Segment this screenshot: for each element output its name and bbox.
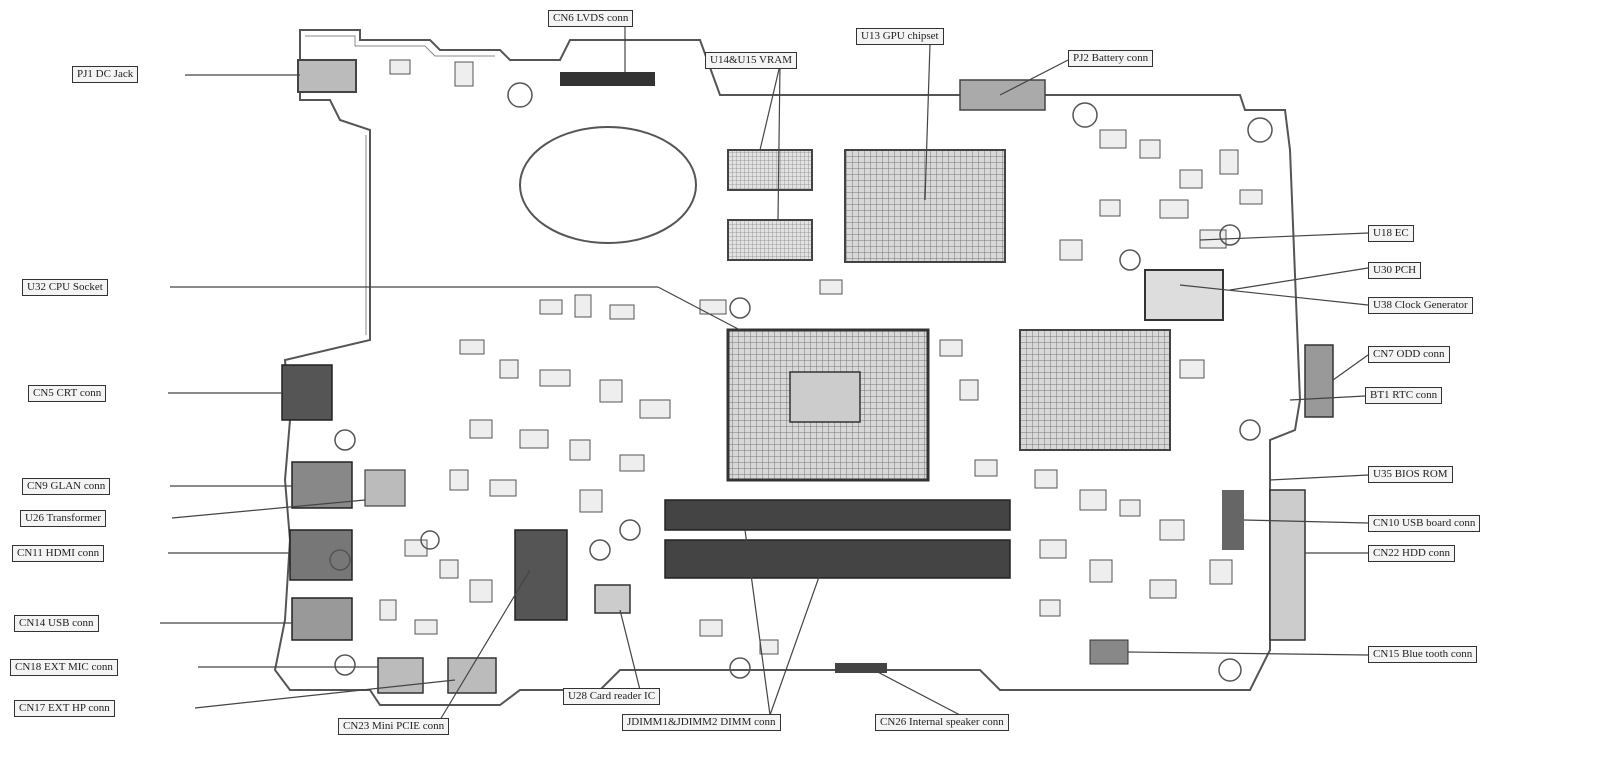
lan-transformer xyxy=(364,469,406,507)
label-cn18-ext-mic-conn: CN18 EXT MIC conn xyxy=(10,659,118,676)
label-u38-clock-generator: U38 Clock Generator xyxy=(1368,297,1473,314)
label-cn14-usb-conn: CN14 USB conn xyxy=(14,615,99,632)
leader-lines xyxy=(160,24,1369,721)
label-u14-vram: U14&U15 VRAM xyxy=(705,52,798,69)
label-cn7-odd-conn: CN7 ODD conn xyxy=(1368,346,1450,363)
hdd-connector xyxy=(1269,489,1306,641)
label-u32-cpu-socket: U32 CPU Socket xyxy=(22,279,108,296)
label-bt1-rtc-conn: BT1 RTC conn xyxy=(1365,387,1443,404)
dimm-slot-1 xyxy=(664,499,1011,531)
ec-chip xyxy=(1144,269,1224,321)
hp-jack xyxy=(447,657,497,694)
crt-connector xyxy=(281,364,333,421)
usb-connector xyxy=(291,597,353,641)
label-u13-gpu-chipset: U13 GPU chipset xyxy=(856,28,944,45)
label-cn5-crt-conn: CN5 CRT conn xyxy=(28,385,107,402)
label-cn6-lvds-conn: CN6 LVDS conn xyxy=(548,10,634,27)
dimm-slot-2 xyxy=(664,539,1011,579)
label-u18-ec: U18 EC xyxy=(1368,225,1414,242)
label-cn11-hdmi-conn: CN11 HDMI conn xyxy=(12,545,105,562)
lan-connector xyxy=(291,461,353,509)
label-cn9-glan-conn: CN9 GLAN conn xyxy=(22,478,111,495)
lvds-connector xyxy=(560,72,655,86)
label-cn26-internal-speaker-conn: CN26 Internal speaker conn xyxy=(875,714,1009,731)
label-u26-transformer: U26 Transformer xyxy=(20,510,107,527)
pch-chip xyxy=(1019,329,1171,451)
dc-jack xyxy=(297,59,357,93)
label-pj2-battery-conn: PJ2 Battery conn xyxy=(1068,50,1154,67)
card-reader-chip xyxy=(594,584,631,614)
mounting-holes xyxy=(329,82,1273,682)
label-cn17-ext-hp-conn: CN17 EXT HP conn xyxy=(14,700,115,717)
speaker-connector xyxy=(835,663,887,673)
label-cn23-mini-pcie-conn: CN23 Mini PCIE conn xyxy=(338,718,450,735)
fan-outline xyxy=(519,126,697,244)
vram-chip-2 xyxy=(727,219,813,261)
gpu-chip xyxy=(844,149,1006,263)
label-u35-bios-rom: U35 BIOS ROM xyxy=(1368,466,1453,483)
minipcie-connector xyxy=(514,529,568,621)
label-cn15-bluetooth-conn: CN15 Blue tooth conn xyxy=(1368,646,1478,663)
cpu-die xyxy=(789,371,861,423)
bluetooth-connector xyxy=(1089,639,1129,665)
label-u30-pch: U30 PCH xyxy=(1368,262,1422,279)
small-components xyxy=(379,59,1263,655)
vram-chip-1 xyxy=(727,149,813,191)
battery-connector xyxy=(959,79,1046,111)
label-cn10-usb-board-conn: CN10 USB board conn xyxy=(1368,515,1481,532)
label-pj1-dc-jack: PJ1 DC Jack xyxy=(72,66,139,83)
hdmi-connector xyxy=(289,529,353,581)
label-jdimm-dimm-conn: JDIMM1&JDIMM2 DIMM conn xyxy=(622,714,781,731)
odd-connector xyxy=(1304,344,1334,418)
usb-board-connector xyxy=(1222,490,1244,550)
label-cn22-hdd-conn: CN22 HDD conn xyxy=(1368,545,1455,562)
label-u28-card-reader-ic: U28 Card reader IC xyxy=(563,688,661,705)
